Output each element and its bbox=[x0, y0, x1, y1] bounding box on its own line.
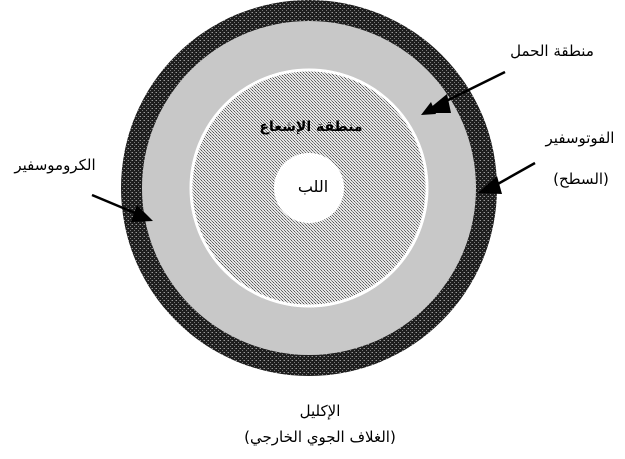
label-radiation-zone: منطقة الإشعاع bbox=[259, 119, 362, 135]
label-photosphere: الفوتوسفير bbox=[545, 129, 615, 147]
label-chromosphere: الكروموسفير bbox=[13, 156, 95, 174]
label-photosphere-note: (السطح) bbox=[553, 170, 609, 188]
label-corona: الإكليل bbox=[300, 402, 341, 420]
label-convection-zone: منطقة الحمل bbox=[510, 42, 594, 60]
label-core: اللب bbox=[298, 177, 328, 196]
label-corona-note: (الغلاف الجوي الخارجي) bbox=[244, 428, 396, 447]
